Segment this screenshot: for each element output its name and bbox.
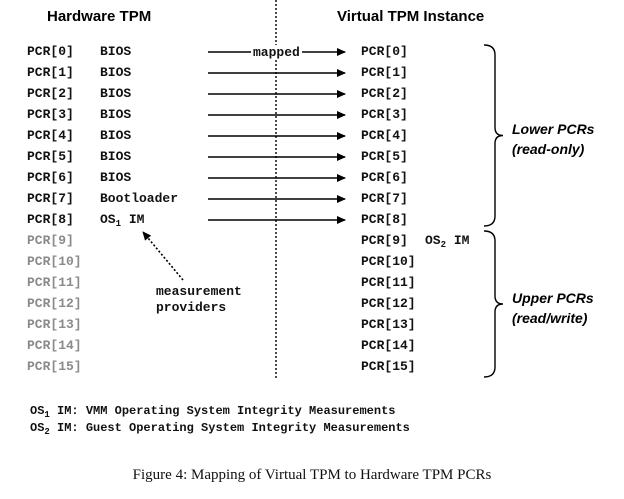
hw-pcr-8-source-text: OS (100, 212, 116, 227)
hw-pcr-1-source-text: BIOS (100, 65, 132, 80)
hw-pcr-0-source-text: BIOS (100, 44, 132, 59)
legend-os1-term: OS (30, 404, 45, 418)
lower-pcrs-access: (read-only) (512, 141, 585, 157)
legend-os2-text: IM: Guest Operating System Integrity Mea… (49, 421, 410, 435)
hw-pcr-15: PCR[15] (27, 359, 82, 374)
hw-pcr-2: PCR[2] (27, 86, 74, 101)
hw-pcr-8-source-suffix: IM (121, 212, 145, 227)
legend-os2-term: OS (30, 421, 45, 435)
measurement-arrow (142, 231, 184, 281)
vt-pcr-9-source-suffix: IM (446, 233, 470, 248)
hw-pcr-4: PCR[4] (27, 128, 74, 143)
upper-pcrs-brace (483, 230, 504, 378)
hw-pcr-1: PCR[1] (27, 65, 74, 80)
virtual-tpm-heading: Virtual TPM Instance (337, 8, 485, 25)
figure-caption: Figure 4: Mapping of Virtual TPM to Hard… (132, 467, 492, 483)
vt-pcr-13: PCR[13] (361, 317, 416, 332)
hw-pcr-2-source: BIOS (100, 86, 131, 101)
vt-pcr-9-source-sub: 2 (440, 240, 447, 250)
measurement-label-line-1: measurement (156, 284, 242, 299)
lower-pcrs-label: Lower PCRs (read-only) (512, 119, 594, 159)
hw-pcr-1-source: BIOS (100, 65, 131, 80)
legend-os1-sub: 1 (44, 410, 50, 420)
measurement-label-line-2: providers (156, 300, 227, 315)
hw-pcr-11: PCR[11] (27, 275, 82, 290)
vt-pcr-9-source-text: OS (425, 233, 441, 248)
hw-pcr-2-source-text: BIOS (100, 86, 132, 101)
vt-pcr-9: PCR[9] (361, 233, 408, 248)
hw-pcr-0: PCR[0] (27, 44, 74, 59)
vt-pcr-11: PCR[11] (361, 275, 416, 290)
hw-pcr-7-source-text: Bootloader (100, 191, 179, 206)
mapped-label: mapped (251, 45, 302, 60)
hw-pcr-0-source: BIOS (100, 44, 131, 59)
vt-pcr-12: PCR[12] (361, 296, 416, 311)
vt-pcr-9-source: OS2 IM (425, 233, 469, 250)
hw-pcr-6-source: BIOS (100, 170, 131, 185)
vt-pcr-7: PCR[7] (361, 191, 408, 206)
vt-pcr-2: PCR[2] (361, 86, 408, 101)
vt-pcr-4: PCR[4] (361, 128, 408, 143)
hw-pcr-10: PCR[10] (27, 254, 82, 269)
vt-pcr-3: PCR[3] (361, 107, 408, 122)
hw-pcr-6: PCR[6] (27, 170, 74, 185)
upper-pcrs-label: Upper PCRs (read/write) (512, 288, 594, 328)
vt-pcr-5: PCR[5] (361, 149, 408, 164)
vt-pcr-10: PCR[10] (361, 254, 416, 269)
vt-pcr-8: PCR[8] (361, 212, 408, 227)
hw-pcr-8-source: OS1 IM (100, 212, 144, 229)
hw-pcr-9: PCR[9] (27, 233, 74, 248)
hw-pcr-13: PCR[13] (27, 317, 82, 332)
hw-pcr-3: PCR[3] (27, 107, 74, 122)
lower-pcrs-brace (483, 44, 504, 227)
hw-pcr-5: PCR[5] (27, 149, 74, 164)
vt-pcr-1: PCR[1] (361, 65, 408, 80)
vt-pcr-0: PCR[0] (361, 44, 408, 59)
hw-pcr-5-source: BIOS (100, 149, 131, 164)
hw-pcr-3-source: BIOS (100, 107, 131, 122)
upper-pcrs-title: Upper PCRs (512, 290, 594, 306)
upper-pcrs-access: (read/write) (512, 310, 588, 326)
hw-pcr-8: PCR[8] (27, 212, 74, 227)
hw-pcr-14: PCR[14] (27, 338, 82, 353)
legend-os2-sub: 2 (44, 427, 50, 437)
vt-pcr-14: PCR[14] (361, 338, 416, 353)
hw-pcr-4-source-text: BIOS (100, 128, 132, 143)
hw-pcr-12: PCR[12] (27, 296, 82, 311)
hw-pcr-7-source: Bootloader (100, 191, 178, 206)
hw-pcr-5-source-text: BIOS (100, 149, 132, 164)
hw-pcr-7: PCR[7] (27, 191, 74, 206)
vt-pcr-6: PCR[6] (361, 170, 408, 185)
legend-os2: OS2 IM: Guest Operating System Integrity… (30, 421, 410, 437)
legend-os1: OS1 IM: VMM Operating System Integrity M… (30, 404, 395, 420)
legend-os1-text: IM: VMM Operating System Integrity Measu… (49, 404, 396, 418)
hw-pcr-6-source-text: BIOS (100, 170, 132, 185)
lower-pcrs-title: Lower PCRs (512, 121, 595, 137)
hardware-tpm-heading: Hardware TPM (47, 8, 152, 25)
hw-pcr-8-source-sub: 1 (115, 219, 122, 229)
vt-pcr-15: PCR[15] (361, 359, 416, 374)
hw-pcr-3-source-text: BIOS (100, 107, 132, 122)
hw-pcr-4-source: BIOS (100, 128, 131, 143)
